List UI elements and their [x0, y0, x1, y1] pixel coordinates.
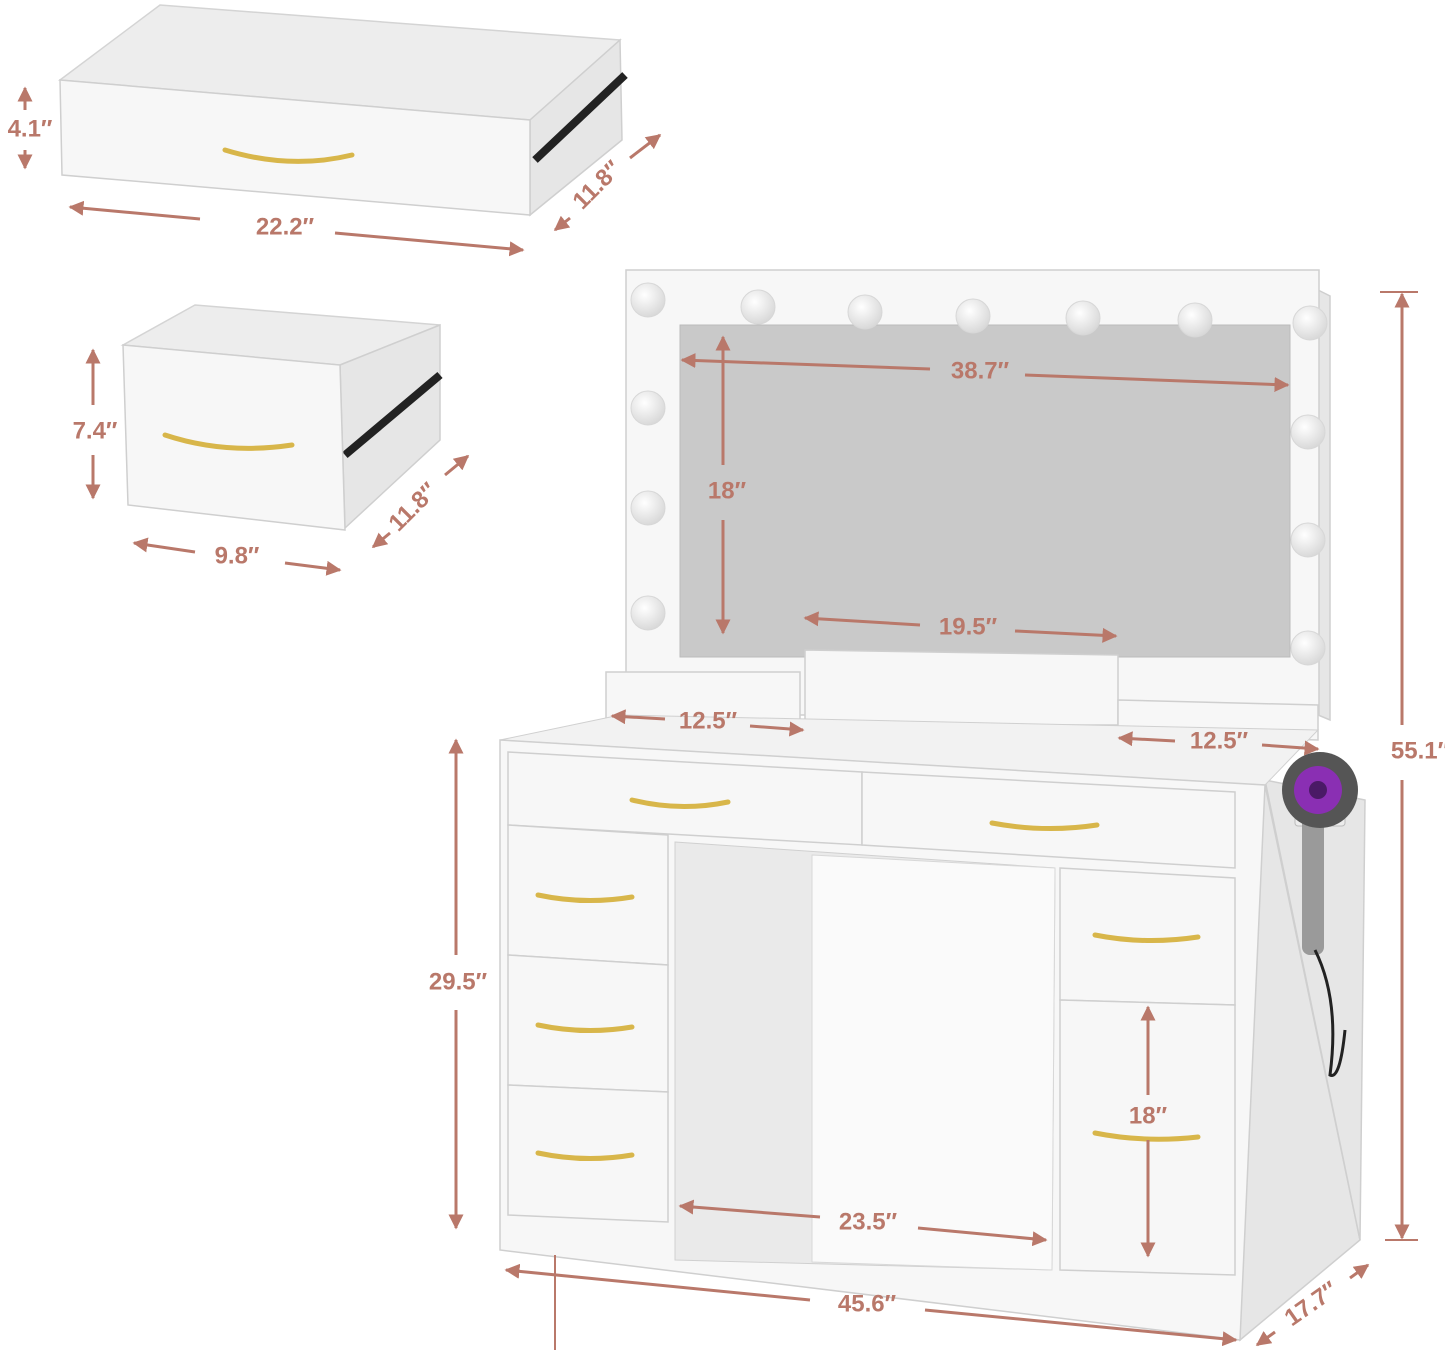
bulb: [740, 289, 776, 325]
label-mirror-height: 18″: [708, 477, 747, 504]
drawer-handle: [162, 432, 295, 451]
label-mirror-width: 38.7″: [951, 357, 1010, 384]
left-drawer-1: [507, 824, 669, 966]
bulbs: [630, 282, 1328, 666]
bulb: [1177, 302, 1213, 338]
dimension-labels: 4.1″ 22.2″ 11.8″ 7.4″ 9.8″ 11.8″ 38.7″ 1…: [8, 115, 1445, 1331]
bulb: [1065, 300, 1101, 336]
bulb: [847, 294, 883, 330]
drawer-slide: [532, 72, 628, 163]
bulb: [1290, 414, 1326, 450]
label-center-shelf-width: 19.5″: [939, 613, 998, 640]
left-drawer-2: [507, 954, 669, 1093]
lighted-mirror: [605, 269, 1331, 741]
label-total-height: 55.1″: [1391, 737, 1445, 764]
label-large-drawer-height: 4.1″: [8, 115, 53, 142]
hair-dryer-holder: [1282, 752, 1358, 1077]
bulb: [630, 490, 666, 526]
label-left-shelf-width: 12.5″: [679, 707, 738, 734]
label-right-shelf-width: 12.5″: [1190, 727, 1249, 754]
dimension-lines: [17, 86, 1418, 1350]
bulb: [1290, 630, 1326, 666]
label-large-drawer-width: 22.2″: [256, 213, 315, 240]
bulb: [630, 390, 666, 426]
drawer-slide: [342, 371, 443, 459]
label-desk-height: 29.5″: [429, 968, 488, 995]
large-drawer: [57, 4, 628, 217]
bulb: [955, 298, 991, 334]
label-total-width: 45.6″: [838, 1290, 897, 1317]
label-small-drawer-width: 9.8″: [215, 542, 260, 569]
label-small-drawer-depth: 11.8″: [384, 477, 444, 537]
small-drawer: [120, 304, 443, 531]
label-small-drawer-height: 7.4″: [73, 417, 118, 444]
bulb: [630, 595, 666, 631]
right-drawer-1: [1059, 867, 1236, 1006]
bulb: [630, 282, 666, 318]
top-drawer-right: [861, 771, 1236, 869]
label-knee-space-width: 23.5″: [839, 1208, 898, 1235]
center-shelf: [804, 649, 1119, 726]
bulb: [1292, 305, 1328, 341]
desk: [499, 714, 1366, 1342]
drawer-handle: [222, 147, 355, 164]
left-drawer-3: [507, 1084, 669, 1223]
label-side-drawer-height: 18″: [1129, 1102, 1168, 1129]
bulb: [1290, 522, 1326, 558]
